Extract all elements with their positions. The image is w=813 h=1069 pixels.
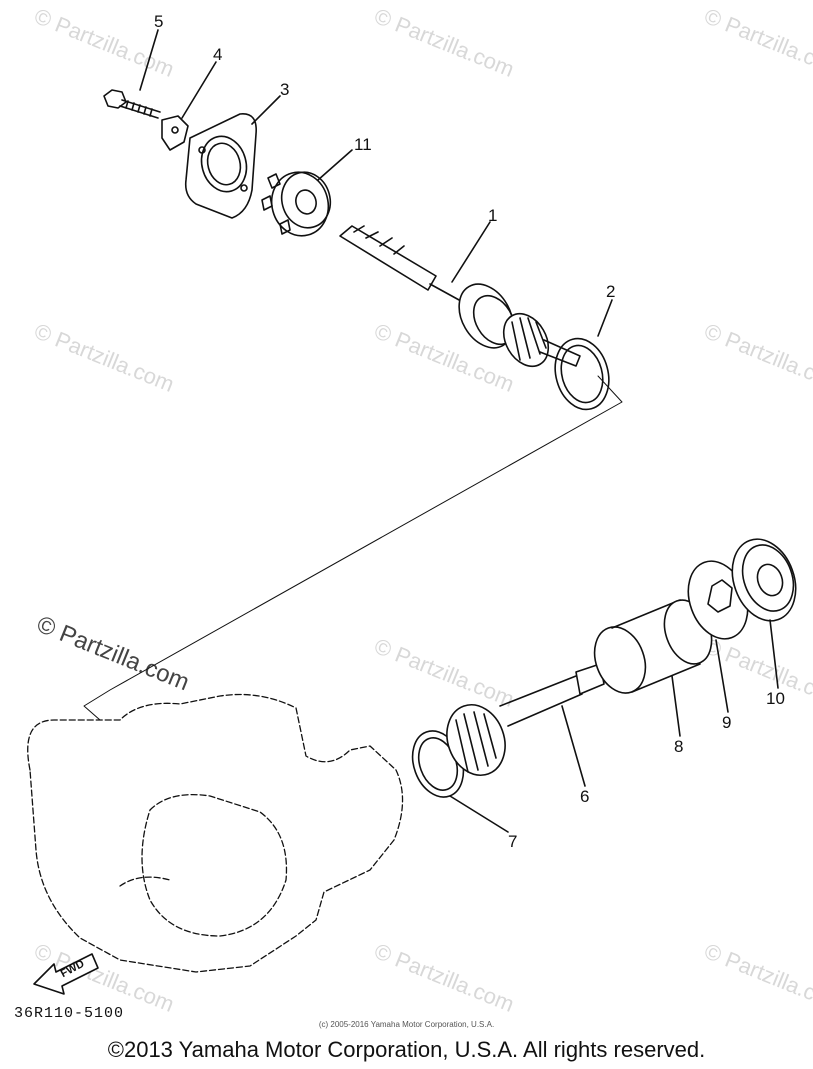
leader-1 [451,221,491,283]
leader-10 [769,619,779,689]
engine-outline [27,693,404,973]
callout-6: 6 [580,787,590,806]
callout-8: 8 [674,737,684,756]
bearing-part-10 [731,538,797,622]
shaft-part-6 [446,663,605,776]
shaft-part-1 [339,225,581,368]
leader-3 [251,95,281,125]
callout-4: 4 [213,45,223,64]
callout-9: 9 [722,713,732,732]
fwd-arrow-icon [33,953,99,995]
diagram-code: 36R110-5100 [14,1005,125,1022]
callout-5: 5 [154,12,164,31]
bolt-part-5 [103,89,161,119]
callout-1: 1 [488,206,498,225]
copyright-notice: ©2013 Yamaha Motor Corporation, U.S.A. A… [107,1037,706,1062]
leader-7 [449,795,509,833]
leader-4 [181,61,217,119]
circlip-part-2 [554,337,610,411]
leader-9 [715,639,729,713]
leader-6 [561,705,586,787]
small-copyright: (c) 2005-2016 Yamaha Motor Corporation, … [318,1020,495,1029]
plate-part-3 [184,113,257,219]
callout-2: 2 [606,282,616,301]
leader-11 [317,149,353,181]
coupling-part-11 [261,171,332,237]
callout-7: 7 [508,832,518,851]
callout-3: 3 [280,80,290,99]
leader-5 [139,29,159,91]
leader-2 [597,299,613,337]
leader-8 [671,675,681,737]
lock-washer-part-4 [161,115,189,151]
alignment-line [83,375,623,721]
callout-11: 11 [354,135,372,154]
callout-10: 10 [766,689,785,708]
